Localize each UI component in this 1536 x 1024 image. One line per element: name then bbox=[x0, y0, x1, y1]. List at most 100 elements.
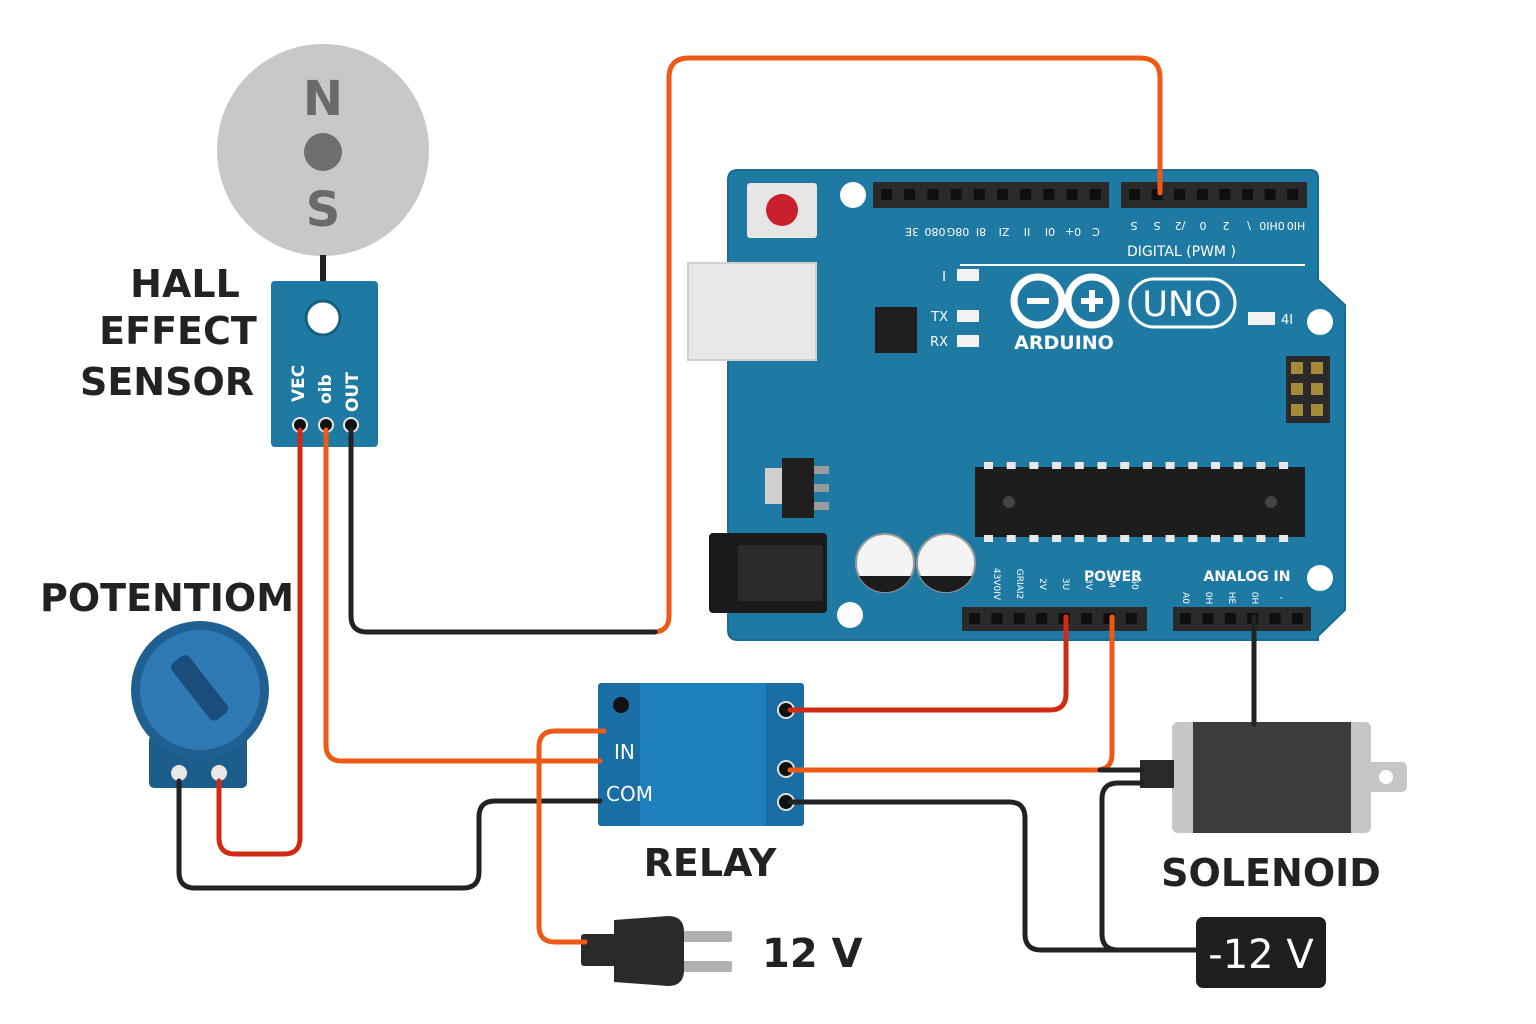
potentiometer-pointer[interactable] bbox=[169, 653, 231, 723]
header-pin-hole[interactable] bbox=[991, 613, 1003, 624]
icsp-pin bbox=[1291, 383, 1303, 395]
header-pin-hole[interactable] bbox=[1174, 189, 1186, 200]
pin-label: II bbox=[1024, 225, 1031, 238]
solenoid-coil bbox=[1193, 722, 1351, 833]
header-pin-hole[interactable] bbox=[1103, 613, 1115, 624]
header-pin-hole[interactable] bbox=[1129, 189, 1140, 200]
header-pin-hole[interactable] bbox=[1219, 189, 1231, 200]
microcontroller-pin bbox=[1211, 462, 1220, 469]
microcontroller-pin bbox=[1006, 535, 1016, 542]
microcontroller-pin bbox=[1165, 535, 1175, 542]
microcontroller-pin bbox=[1120, 535, 1130, 542]
microcontroller-pin bbox=[1279, 462, 1289, 469]
arduino-logo-minus bbox=[1027, 298, 1049, 304]
hall-sensor: HALL EFFECT SENSOR VEC oib OUT bbox=[80, 262, 378, 447]
battery-label: -12 V bbox=[1208, 932, 1314, 978]
arduino-tx-label: TX bbox=[930, 310, 948, 325]
microcontroller-pin bbox=[1052, 462, 1062, 469]
arduino-regulator-lead-2 bbox=[814, 484, 829, 492]
arduino-rx-label: RX bbox=[930, 335, 948, 350]
microcontroller-pin bbox=[1097, 462, 1107, 469]
header-pin-hole[interactable] bbox=[1180, 613, 1191, 624]
arduino-icsp-header bbox=[1286, 356, 1330, 423]
header-pin-hole[interactable] bbox=[1081, 613, 1092, 624]
microcontroller-pin bbox=[1052, 535, 1062, 542]
header-pin-hole[interactable] bbox=[997, 189, 1008, 200]
header-pin-hole[interactable] bbox=[1196, 189, 1208, 200]
potentiometer-pin-2[interactable] bbox=[211, 765, 227, 781]
hall-pin-label-out: OUT bbox=[343, 372, 363, 412]
pin-label: HI0 bbox=[1287, 219, 1306, 232]
analog-header bbox=[1173, 607, 1311, 631]
pin-label: 080 bbox=[925, 225, 946, 238]
header-pin-hole[interactable] bbox=[904, 189, 916, 200]
header-pin-hole[interactable] bbox=[1089, 189, 1101, 200]
header-pin-hole[interactable] bbox=[1013, 613, 1025, 624]
header-pin-hole[interactable] bbox=[1264, 189, 1276, 200]
wire-power-gnd bbox=[787, 614, 1115, 773]
microcontroller-pin bbox=[1211, 535, 1220, 542]
header-pin-hole[interactable] bbox=[950, 189, 962, 200]
header-pin-hole[interactable] bbox=[1020, 189, 1032, 200]
potentiometer: POTENTIOM bbox=[40, 576, 294, 788]
arduino-on-label: 4I bbox=[1281, 313, 1293, 328]
header-pin-hole[interactable] bbox=[1242, 189, 1253, 200]
arduino-model-badge bbox=[1128, 277, 1237, 329]
header-pin-hole[interactable] bbox=[1151, 189, 1163, 200]
header-pin-hole[interactable] bbox=[881, 189, 892, 200]
pin-label: A0 bbox=[1180, 592, 1190, 604]
header-pin-hole[interactable] bbox=[973, 189, 985, 200]
microcontroller-pin bbox=[1006, 462, 1016, 469]
header-pin-hole[interactable] bbox=[1292, 613, 1303, 624]
pin-label: 60 bbox=[1129, 578, 1139, 590]
microcontroller-pin bbox=[984, 535, 993, 542]
header-pin-hole[interactable] bbox=[1043, 189, 1055, 200]
potentiometer-pin-1[interactable] bbox=[171, 765, 187, 781]
arduino-led-tx bbox=[957, 310, 979, 322]
microcontroller-pin bbox=[1029, 535, 1039, 542]
header-pin-hole[interactable] bbox=[1224, 613, 1236, 624]
microcontroller-pins-top bbox=[984, 462, 1289, 469]
arduino-reset-button[interactable] bbox=[766, 194, 798, 226]
wire-relay-battery bbox=[787, 799, 1202, 953]
power-header bbox=[962, 607, 1147, 631]
hall-title-line-2: EFFECT bbox=[99, 309, 257, 353]
arduino-dc-jack-inner bbox=[738, 545, 823, 601]
arduino-usb-port[interactable] bbox=[687, 262, 817, 361]
pin-label: M bbox=[1106, 580, 1116, 588]
battery-12v: -12 V bbox=[1196, 917, 1326, 988]
wires bbox=[176, 55, 1257, 953]
header-pin-hole[interactable] bbox=[969, 613, 980, 624]
hall-title-line-3: SENSOR bbox=[80, 360, 254, 404]
arduino-usb-chip bbox=[875, 307, 917, 353]
wire-pot-com bbox=[176, 778, 603, 891]
microcontroller-pin bbox=[1097, 535, 1107, 542]
pin-label: 08G bbox=[947, 225, 970, 238]
icsp-pin bbox=[1311, 383, 1323, 395]
pin-label: 0HI0 bbox=[1259, 219, 1285, 232]
header-pin-hole[interactable] bbox=[1269, 613, 1281, 624]
pin-label: 0H bbox=[1249, 592, 1259, 605]
pin-label: GRIAI2 bbox=[1014, 569, 1024, 599]
microcontroller-pin bbox=[1188, 462, 1198, 469]
arduino-model-text: UNO bbox=[1142, 285, 1221, 325]
header-pin-hole[interactable] bbox=[927, 189, 939, 200]
header-pin-hole[interactable] bbox=[1287, 189, 1299, 200]
pin-label: \ bbox=[1247, 219, 1251, 232]
solenoid-connector bbox=[1140, 760, 1174, 788]
wire-hall-gnd bbox=[323, 427, 603, 764]
relay-in-label: IN bbox=[614, 740, 635, 764]
plug-prong-bottom bbox=[680, 961, 732, 972]
header-pin-hole[interactable] bbox=[1202, 613, 1214, 624]
solenoid: SOLENOID bbox=[1140, 722, 1407, 895]
relay-label: RELAY bbox=[644, 841, 777, 885]
header-pin-hole[interactable] bbox=[1066, 189, 1078, 200]
header-pin-hole[interactable] bbox=[1036, 613, 1048, 624]
arduino-led-on bbox=[1248, 312, 1275, 325]
header-pin-hole[interactable] bbox=[1125, 613, 1137, 624]
icsp-pin bbox=[1291, 362, 1303, 374]
